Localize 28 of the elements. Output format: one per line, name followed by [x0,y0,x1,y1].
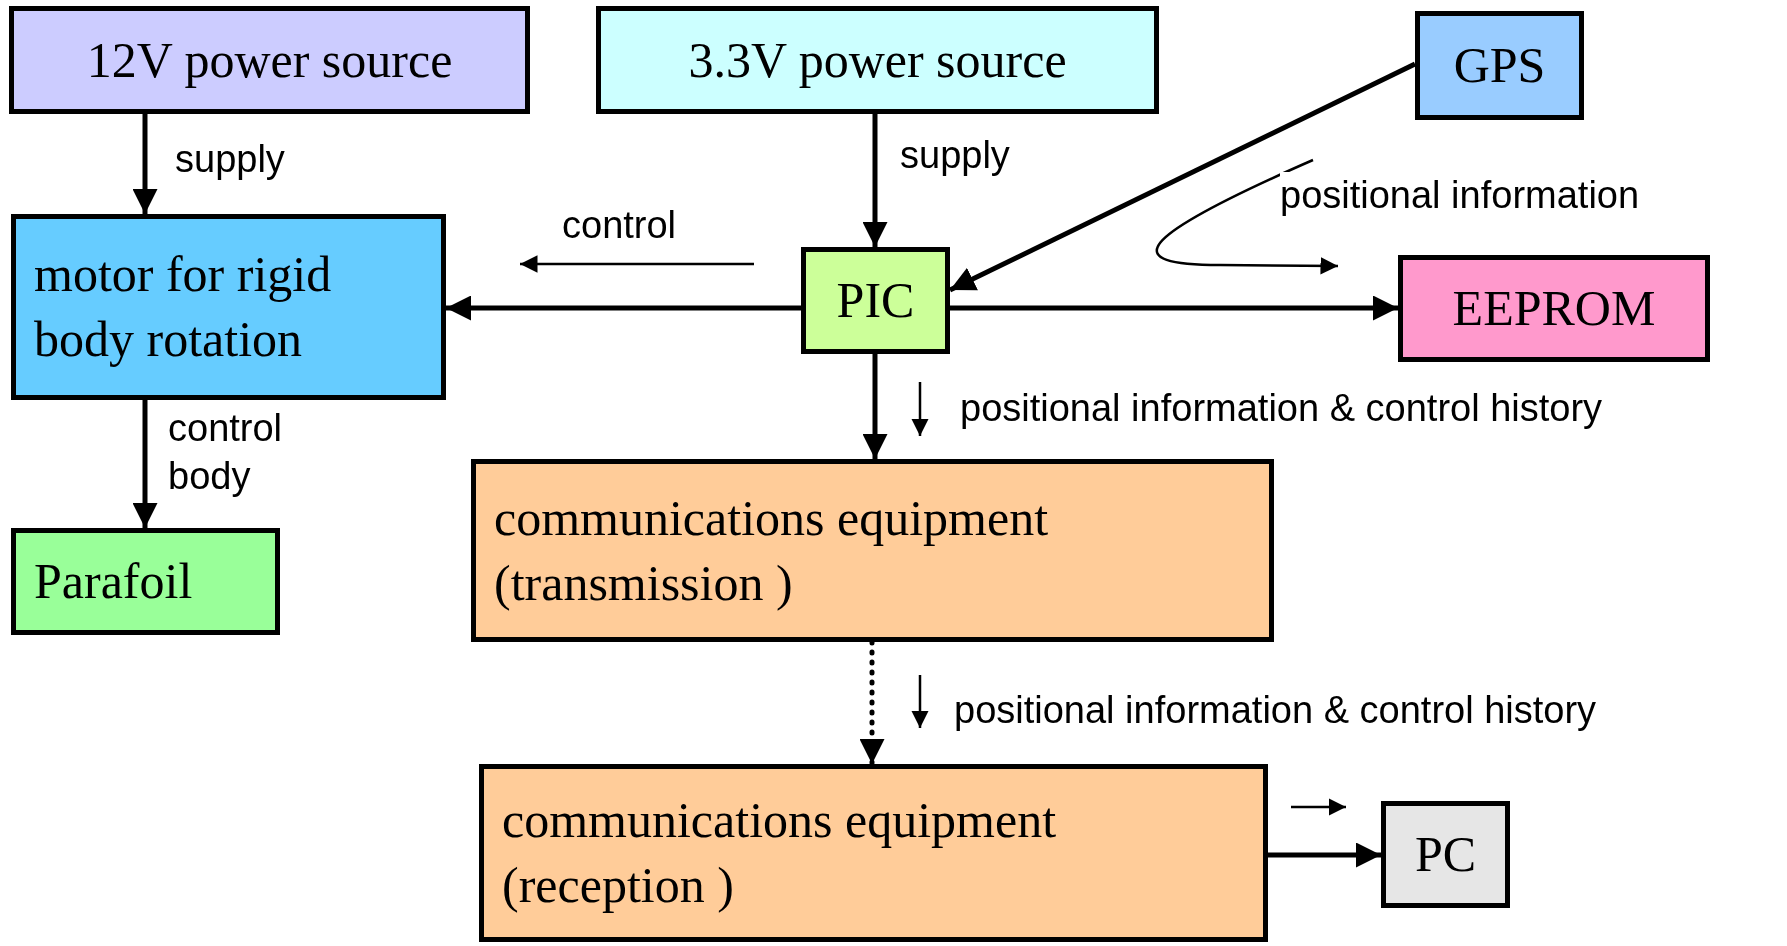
block-box [596,6,1159,114]
block-box [11,214,446,400]
block-label: PC [1413,825,1478,884]
block-label: motor for rigid body rotation [34,245,333,369]
block-box [9,6,530,114]
block-label: GPS [1452,36,1547,95]
block-label: Parafoil [34,552,194,611]
arrow [950,295,1398,321]
block-box [1381,801,1510,908]
block-label: EEPROM [1451,279,1657,338]
block-box [479,764,1268,942]
arrow [862,354,888,459]
arrow [132,114,158,214]
block-label: 12V power source [85,30,454,90]
block-label: 3.3V power source [687,30,1068,90]
arrow [132,400,158,528]
arrow [1268,842,1381,868]
block-label: PIC [835,271,916,330]
block-label: communications equipment (reception ) [502,791,1058,915]
block-box [11,528,280,635]
block-box [1415,11,1584,120]
arrow [446,295,801,321]
arrow [862,114,888,247]
block-box [801,247,950,354]
block-box [1398,255,1710,362]
block-box [471,459,1274,642]
arrow [948,61,1417,293]
block-label: communications equipment (transmission ) [494,488,1050,613]
